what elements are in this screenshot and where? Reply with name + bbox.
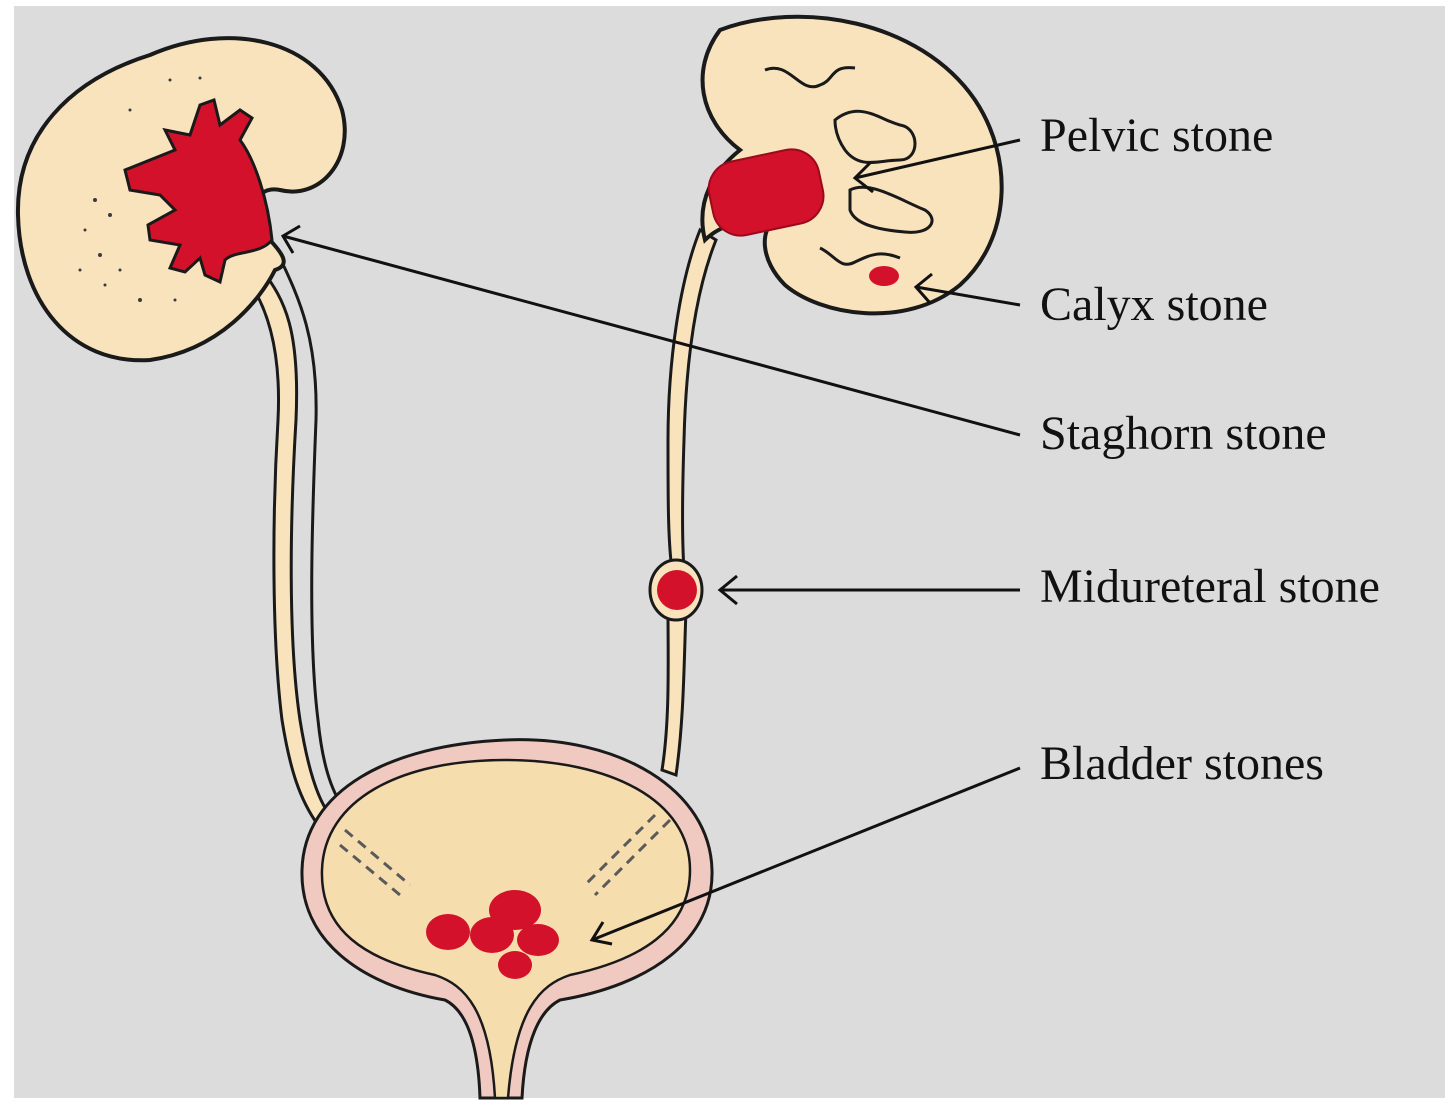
leader-lines bbox=[280, 138, 1021, 946]
label-midureteral-stone: Midureteral stone bbox=[1040, 560, 1380, 613]
right-ureter-lower bbox=[660, 608, 688, 778]
calyx-leader bbox=[915, 285, 1021, 307]
label-staghorn-stone: Staghorn stone bbox=[1040, 407, 1327, 460]
label-bladder-stones: Bladder stones bbox=[1040, 737, 1324, 790]
bladder-stones bbox=[426, 890, 559, 979]
staghorn-stone bbox=[123, 98, 274, 285]
bladder-stone bbox=[498, 951, 532, 979]
label-pelvic-stone: Pelvic stone bbox=[1040, 109, 1274, 162]
midureteral-arrowhead bbox=[717, 574, 738, 606]
left-kidney-texture bbox=[78, 76, 202, 302]
right-ureter bbox=[666, 227, 718, 572]
bladder-stone bbox=[517, 924, 559, 956]
pelvic-leader bbox=[854, 138, 1021, 180]
left-ureter-outline bbox=[278, 257, 347, 811]
bladder-stone bbox=[470, 917, 514, 953]
calyx-arrowhead bbox=[913, 272, 933, 304]
ureteral-orifices bbox=[339, 813, 672, 897]
bladder-arrowhead bbox=[589, 921, 613, 946]
right-kidney bbox=[700, 14, 1004, 316]
staghorn-leader bbox=[282, 234, 1021, 437]
pelvic-stone bbox=[707, 148, 825, 237]
left-ureter bbox=[245, 267, 333, 828]
midureteral-stone bbox=[657, 570, 697, 610]
pelvic-arrowhead bbox=[852, 161, 874, 194]
right-kidney-calyces bbox=[764, 66, 934, 266]
bladder-leader bbox=[591, 766, 1021, 942]
bladder-stone bbox=[426, 914, 470, 950]
calyx-stone bbox=[869, 266, 899, 286]
label-calyx-stone: Calyx stone bbox=[1040, 278, 1268, 331]
staghorn-arrowhead bbox=[280, 224, 301, 254]
